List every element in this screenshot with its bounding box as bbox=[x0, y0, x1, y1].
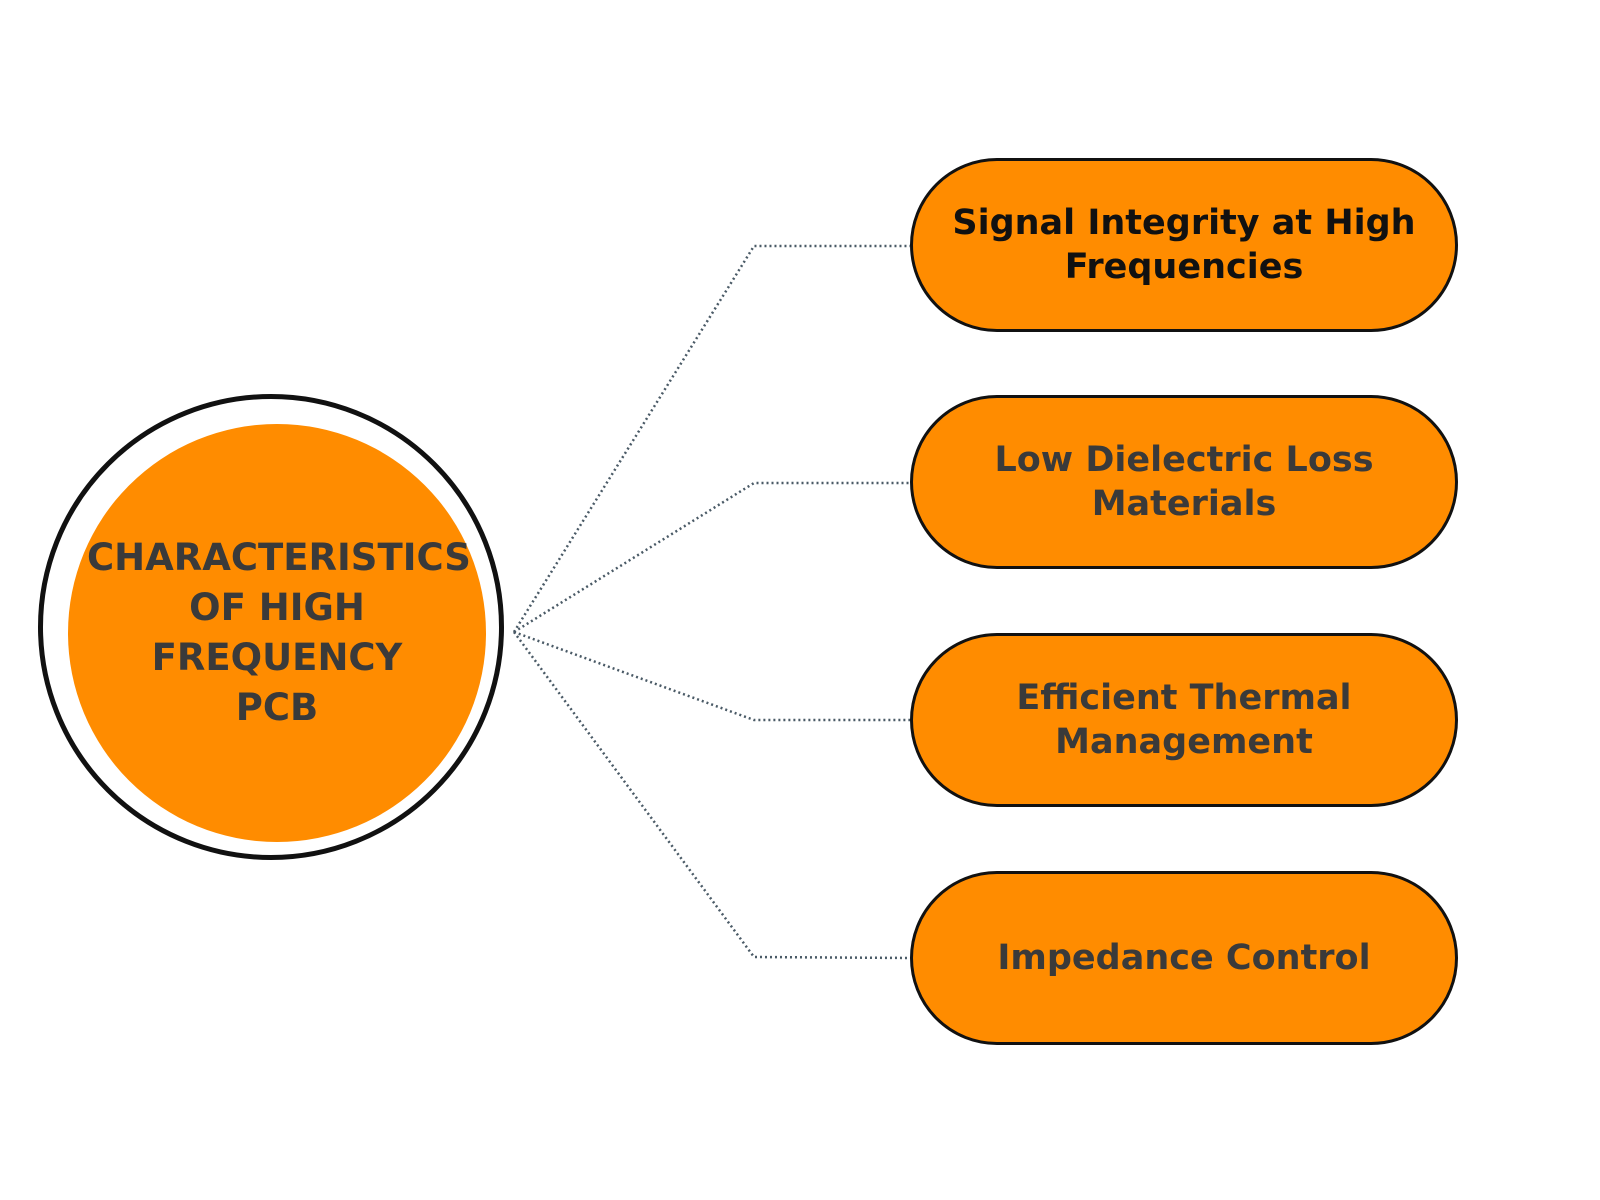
connector-2 bbox=[513, 481, 910, 634]
node-label-line: Impedance Control bbox=[997, 938, 1371, 978]
node-label: Signal Integrity at High Frequencies bbox=[949, 201, 1419, 289]
node-label: Efficient Thermal Management bbox=[949, 676, 1419, 764]
hub-title-line: PCB bbox=[235, 686, 319, 729]
connector-1 bbox=[512, 244, 910, 633]
node-label: Impedance Control bbox=[949, 936, 1419, 980]
node-low-dielectric-loss: Low Dielectric Loss Materials bbox=[910, 395, 1458, 569]
node-label-line: Management bbox=[1055, 722, 1313, 762]
node-label-line: Signal Integrity at High bbox=[952, 203, 1416, 243]
node-impedance-control: Impedance Control bbox=[910, 871, 1458, 1045]
connector-3 bbox=[513, 630, 910, 722]
node-label-line: Frequencies bbox=[1064, 247, 1304, 287]
node-thermal-management: Efficient Thermal Management bbox=[910, 633, 1458, 807]
hub-title-line: OF HIGH bbox=[189, 586, 365, 629]
connector-4 bbox=[512, 631, 911, 960]
node-label-line: Low Dielectric Loss bbox=[994, 440, 1374, 480]
node-label-line: Materials bbox=[1091, 484, 1277, 524]
hub-title-line: CHARACTERISTICS bbox=[87, 536, 471, 579]
node-label-line: Efficient Thermal bbox=[1016, 678, 1352, 718]
hub-circle: CHARACTERISTICS OF HIGH FREQUENCY PCB bbox=[68, 424, 486, 842]
node-signal-integrity: Signal Integrity at High Frequencies bbox=[910, 158, 1458, 332]
hub-title: CHARACTERISTICS OF HIGH FREQUENCY PCB bbox=[87, 533, 471, 733]
node-label: Low Dielectric Loss Materials bbox=[949, 438, 1419, 526]
hub-title-line: FREQUENCY bbox=[151, 636, 403, 679]
